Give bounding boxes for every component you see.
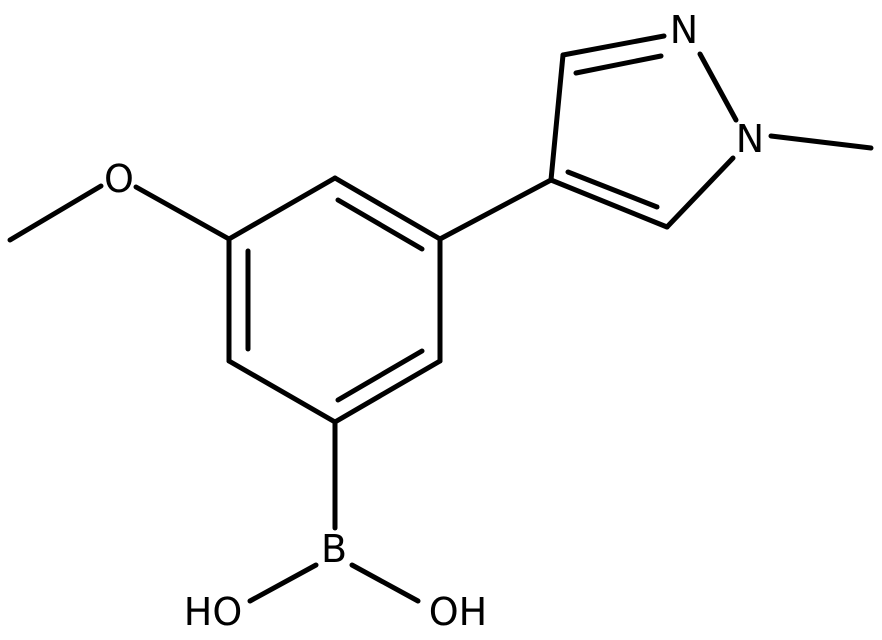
bond-c4-c3 (548, 52, 566, 183)
bond-b-oh-left (247, 562, 319, 604)
hydroxyl-right-label: OH (429, 590, 487, 634)
bond-c4-c5 (226, 358, 338, 425)
pyrazole-nitrogen-2-label: N (670, 8, 698, 52)
bond-c3-n2 (560, 33, 667, 58)
pyrazole-nitrogen-1-label: N (736, 117, 764, 161)
bond-c3-c4 (332, 358, 443, 425)
methoxy-oxygen-label: O (104, 157, 134, 201)
bond-c1-c2-inner (335, 197, 425, 252)
boronic-acid-group: B HO OH (184, 419, 487, 634)
pyrazole-ring: N N (548, 8, 764, 230)
bond-n2-n1 (697, 51, 739, 123)
bond-n1-c5 (664, 155, 736, 230)
bond-b-oh-right (349, 562, 421, 604)
bond-o-ch3 (7, 183, 104, 243)
bond-c5-c4-inner (565, 169, 660, 210)
bond-c5-c4 (548, 177, 670, 230)
bond-c1-c2 (332, 175, 443, 242)
bond-c2-pyrazole (437, 177, 554, 242)
boron-label: B (321, 527, 347, 571)
methoxy-group: O (7, 157, 232, 243)
benzene-ring (226, 175, 443, 425)
hydroxyl-left-label: HO (184, 590, 242, 634)
bond-c6-o (133, 184, 232, 242)
bond-c6-c1 (226, 175, 338, 242)
bond-c3-c4-inner (335, 348, 425, 403)
bond-n1-ch3 (768, 133, 874, 151)
bond-c3-n2-inner (573, 53, 664, 76)
